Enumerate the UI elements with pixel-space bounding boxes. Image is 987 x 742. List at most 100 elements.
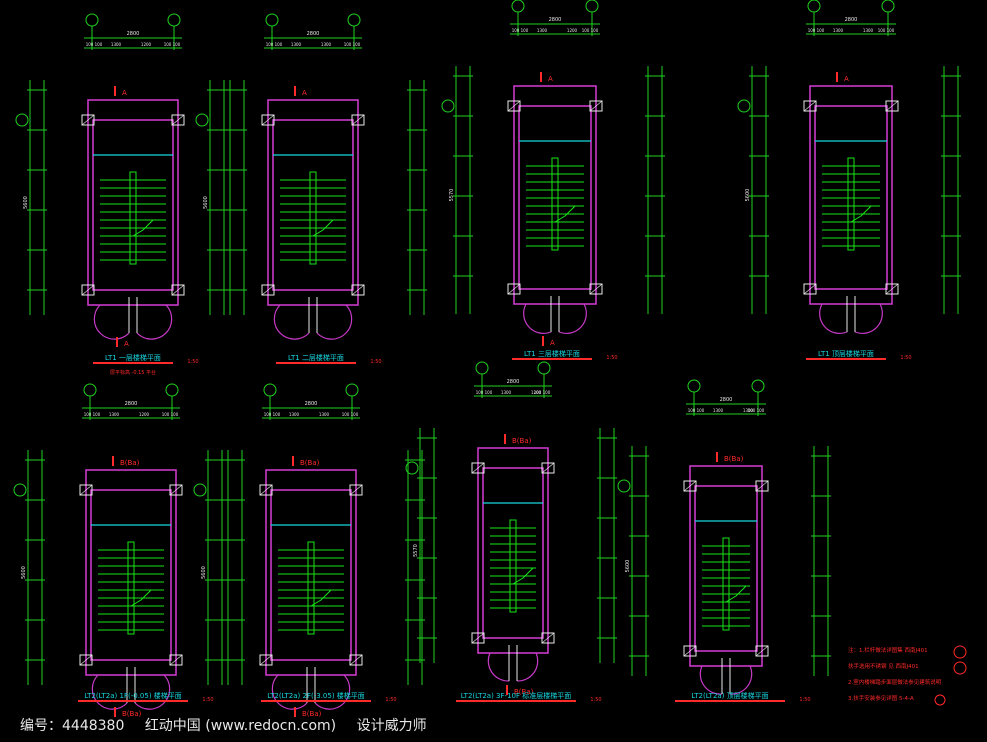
column-hatch (81, 114, 95, 126)
dim-top-total: 2800 (307, 31, 320, 37)
stair-wall-outline (477, 447, 549, 654)
section-mark-bottom-label: B(Ba) (302, 710, 322, 718)
door-swing-left (819, 303, 848, 334)
axis-bubble-left (511, 0, 525, 13)
column-hatch (471, 462, 485, 474)
column-0 (803, 100, 817, 112)
section-mark-top-label: A (844, 75, 849, 83)
section-mark-bottom-label: A (550, 339, 555, 347)
column-1 (589, 100, 603, 112)
stair-wall-outline (513, 85, 597, 305)
section-mark-top-bar (294, 86, 296, 96)
stair-wall-outline (265, 469, 357, 676)
dim-sub-3: 100 100 (748, 408, 765, 413)
column-hatch (351, 114, 365, 126)
column-2 (261, 284, 275, 296)
watermark: 编号：4448380 红动中国 (www.redocn.com) 设计威力师 (20, 715, 443, 735)
note-0: 注：1.栏杆做法详图集 西南J401 (848, 646, 928, 654)
dim-sub-0: 100 100 (84, 412, 101, 417)
door-swing-left (91, 674, 128, 710)
door-swing-right (854, 303, 883, 334)
plan-title-text: LT1 顶层楼梯平面 (818, 349, 874, 358)
column-1 (349, 484, 363, 496)
dim-top-total: 2800 (549, 17, 562, 23)
dim-sub-3: 100 100 (582, 28, 599, 33)
dim-top-total: 2800 (720, 397, 733, 403)
section-mark-top-label: B(Ba) (724, 455, 744, 463)
column-3 (541, 632, 555, 644)
column-1 (541, 462, 555, 474)
door-swing-left (699, 665, 723, 695)
dim-top-total: 2800 (845, 17, 858, 23)
door-swing-left (487, 652, 510, 682)
column-2 (79, 654, 93, 666)
plan-scale-text: 1:50 (385, 697, 396, 703)
dim-side-total: 5600 (23, 196, 29, 209)
dim-sub-1: 1300 (537, 28, 548, 33)
column-hatch (351, 284, 365, 296)
stair-wall-outline (87, 99, 179, 306)
plan-title-text: LT1 一层楼梯平面 (105, 353, 161, 362)
dim-sub-2: 1300 (743, 408, 754, 413)
dim-sub-3: 100 100 (878, 28, 895, 33)
plan-subnote: 层平标高 -0.15 平台 (110, 369, 156, 376)
door-swing-right (316, 304, 353, 340)
plan-scale-text: 1:50 (590, 697, 601, 703)
door-swing-right (136, 304, 173, 340)
axis-bubble-side (13, 483, 27, 497)
section-mark-top-bar (114, 86, 116, 96)
axis-bubble-right (751, 379, 765, 393)
stair-arrow (512, 567, 534, 585)
column-0 (259, 484, 273, 496)
column-1 (351, 114, 365, 126)
column-3 (589, 283, 603, 295)
dim-sub-1: 1300 (713, 408, 724, 413)
stair-arrow (312, 219, 334, 237)
section-mark-top-label: B(Ba) (120, 459, 140, 467)
door-swing-left (271, 674, 308, 710)
axis-bubble-left (263, 383, 277, 397)
axis-bubble-left (475, 361, 489, 375)
column-hatch (471, 632, 485, 644)
dim-side-total: 5570 (413, 544, 419, 557)
dim-top-total: 2800 (507, 379, 520, 385)
column-2 (803, 283, 817, 295)
column-0 (683, 480, 697, 492)
column-0 (471, 462, 485, 474)
dim-side-total: 5600 (745, 189, 751, 202)
plan-scale-text: 1:50 (187, 359, 198, 365)
section-mark-top-label: A (548, 75, 553, 83)
column-0 (79, 484, 93, 496)
column-hatch (885, 283, 899, 295)
column-0 (261, 114, 275, 126)
column-hatch (171, 114, 185, 126)
axis-bubble-right (165, 383, 179, 397)
dim-sub-0: 100 100 (266, 42, 283, 47)
section-mark-top-bar (504, 434, 506, 444)
watermark-id: 编号：4448380 (20, 718, 125, 734)
plan-title-text: LT2(LT2a) 3F-10F 标准层楼梯平面 (461, 691, 571, 700)
column-hatch (683, 645, 697, 657)
dim-sub-0: 100 100 (264, 412, 281, 417)
column-2 (507, 283, 521, 295)
axis-bubble-side (617, 479, 631, 493)
axis-bubble-side (405, 461, 419, 475)
column-hatch (259, 484, 273, 496)
column-hatch (589, 100, 603, 112)
column-hatch (169, 484, 183, 496)
dim-side-total: 5570 (449, 189, 455, 202)
dim-sub-1: 1300 (833, 28, 844, 33)
dim-side-total: 5600 (625, 560, 631, 573)
note-1: 扶手选用不锈钢 见 西南J401 (848, 662, 919, 670)
column-hatch (81, 284, 95, 296)
stair-wall-outline (689, 465, 763, 667)
column-0 (81, 114, 95, 126)
column-1 (169, 484, 183, 496)
